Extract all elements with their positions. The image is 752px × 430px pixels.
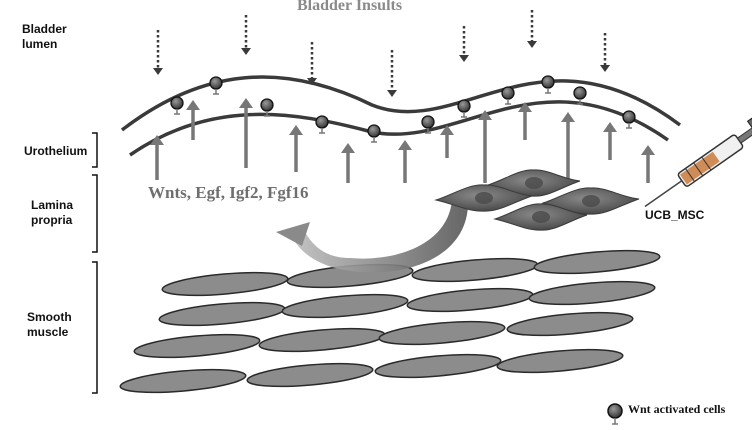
- ucb-msc-label: UCB_MSC: [645, 208, 705, 222]
- wnt-cell-icon: [367, 124, 381, 143]
- label-lamina-propria: Lamina propria: [31, 198, 74, 227]
- up-arrow: [289, 125, 303, 172]
- up-arrow: [440, 125, 454, 158]
- muscle-bracket: [92, 261, 98, 394]
- up-arrow: [239, 98, 253, 168]
- wnt-cell-icon: [260, 98, 274, 117]
- dashed-arrow: [527, 10, 537, 48]
- up-arrow: [641, 145, 655, 183]
- up-arrow: [478, 110, 492, 183]
- muscle-fiber: [533, 249, 661, 275]
- legend-label: Wnt activated cells: [628, 402, 726, 416]
- wnt-cell-icon: [573, 86, 587, 105]
- muscle-fiber: [161, 271, 289, 297]
- up-arrow: [150, 135, 164, 180]
- upper-membrane: [120, 75, 682, 132]
- legend-wnt-cell-icon: [607, 403, 623, 425]
- up-arrow: [603, 122, 617, 160]
- paracrine-arrow: [276, 200, 469, 273]
- smooth-muscle-layer: [119, 249, 661, 394]
- muscle-fiber: [246, 362, 374, 388]
- up-arrow: [518, 102, 532, 140]
- muscle-fiber: [406, 287, 534, 313]
- urothelium-layer: [120, 75, 682, 157]
- dashed-arrow: [387, 50, 397, 97]
- curved-arrow-head: [276, 222, 310, 246]
- dashed-arrow: [600, 33, 610, 72]
- insult-arrows: [153, 10, 610, 97]
- msc-cell: [493, 203, 588, 231]
- muscle-fiber: [281, 293, 409, 319]
- wnt-activated-cells: [170, 75, 636, 143]
- wnt-cell-icon: [457, 99, 471, 118]
- up-arrow: [341, 143, 355, 183]
- wnt-cell-icon: [209, 76, 223, 95]
- dashed-arrow: [459, 26, 469, 62]
- lamina-bracket: [92, 174, 98, 253]
- growth-factors-label: Wnts, Egf, Igf2, Fgf16: [148, 183, 309, 202]
- muscle-fiber: [496, 348, 624, 374]
- label-urothelium: Urothelium: [24, 144, 88, 158]
- muscle-fiber: [158, 301, 286, 327]
- signal-arrows: [150, 98, 655, 183]
- wnt-cell-icon: [315, 115, 329, 134]
- wnt-cell-icon: [501, 86, 515, 105]
- up-arrow: [561, 112, 575, 183]
- dashed-arrow: [241, 15, 251, 55]
- muscle-fiber: [378, 320, 506, 346]
- syringe-icon: [644, 117, 752, 208]
- ucb-msc-cluster: [434, 169, 640, 231]
- muscle-fiber: [506, 311, 634, 337]
- wnt-cell-icon: [170, 96, 184, 115]
- label-bladder-lumen: Bladder lumen: [22, 22, 67, 51]
- muscle-fiber: [374, 353, 502, 379]
- muscle-fiber: [119, 368, 247, 394]
- msc-cell: [434, 184, 533, 212]
- up-arrow: [398, 140, 412, 183]
- muscle-fiber: [258, 327, 386, 353]
- dashed-arrow: [307, 42, 317, 85]
- muscle-fiber: [133, 333, 261, 359]
- wnt-cell-icon: [622, 110, 636, 129]
- curved-arrow-body: [292, 200, 469, 273]
- up-arrow: [186, 100, 200, 140]
- wnt-cell-icon: [421, 115, 435, 134]
- label-smooth-muscle: Smooth muscle: [27, 310, 72, 339]
- layer-brackets: [92, 132, 98, 394]
- diagram-title: Bladder Insults: [297, 0, 403, 14]
- muscle-fiber: [528, 280, 656, 306]
- urothelium-bracket: [92, 132, 98, 168]
- dashed-arrow: [153, 30, 163, 75]
- wnt-cell-icon: [541, 75, 555, 94]
